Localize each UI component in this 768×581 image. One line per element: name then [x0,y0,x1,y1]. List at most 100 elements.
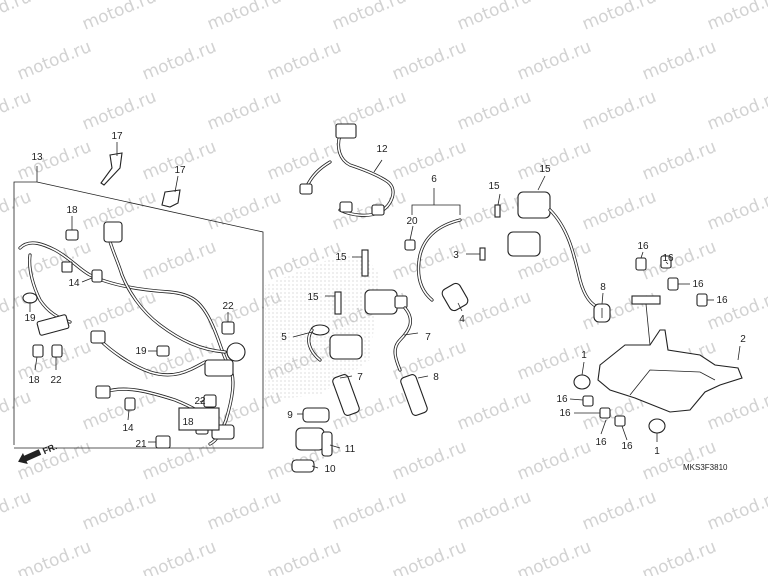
watermark-text: motod.ru [79,87,159,135]
plug-cap-8 [441,282,469,312]
coil [364,289,398,315]
part-number-callout: 7 [425,332,431,343]
part-number-callout: 14 [68,278,80,289]
harness-connector [61,261,73,273]
part-number-callout: 16 [662,253,674,264]
part-number-callout: 16 [637,241,649,252]
harness-connector [103,221,123,243]
watermark-text: motod.ru [0,87,34,135]
watermark-text: motod.ru [454,87,534,135]
part-number-callout: 8 [600,282,606,293]
watermark-text: motod.ru [139,537,219,576]
watermark-text: motod.ru [79,0,159,35]
band-clip [65,229,79,241]
sub-harness-12 [299,123,395,217]
watermark-text: motod.ru [264,37,344,85]
watermark-text: motod.ru [454,487,534,535]
harness-connector [95,385,111,399]
part-number-callout: 2 [740,334,746,345]
part-number-callout: 15 [539,164,551,175]
coil-cap [310,324,330,336]
watermark-text: motod.ru [139,437,219,485]
part-number-callout: 11 [345,444,356,455]
watermark-text: motod.ru [579,0,659,35]
clip-17 [161,189,181,208]
part-number-callout: 19 [24,313,36,324]
ignition-coil-left [307,249,428,416]
harness-connector [36,314,70,336]
bolt-15 [494,204,501,218]
part-number-callout: 13 [31,152,43,163]
bolt-15 [361,249,369,277]
coil-terminal [394,295,408,309]
watermark-text: motod.ru [14,37,94,85]
clip-16 [635,257,647,271]
bolt-15 [479,247,486,261]
part-number-callout: 7 [357,372,363,383]
harness-grommet [226,342,246,362]
band-clip [22,292,38,304]
part-number-callout: 6 [431,174,437,185]
watermark-text: motod.ru [579,487,659,535]
watermark-text: motod.ru [704,87,768,135]
part-number-callout: 22 [50,375,62,386]
watermark-text: motod.ru [389,537,469,576]
watermark-text: motod.ru [264,137,344,185]
watermark-text: motod.ru [764,437,768,485]
watermark-text: motod.ru [139,37,219,85]
part-number-callout: 4 [459,314,465,325]
cap-9 [302,407,330,423]
watermark-text: motod.ru [704,287,768,335]
watermark-text: motod.ru [764,37,768,85]
watermark-text: motod.ru [14,537,94,576]
part-number-callout: 16 [595,437,607,448]
grommet-1 [573,374,591,390]
coil-4 [507,231,541,257]
harness-clip [221,321,235,335]
connector [335,123,357,139]
watermark-text: motod.ru [79,387,159,435]
watermark-text: motod.ru [704,187,768,235]
part-number-callout: 15 [488,181,500,192]
part-number-callout: 16 [556,394,568,405]
clip-16 [696,293,708,307]
watermark-text: motod.ru [0,387,34,435]
watermark-text: motod.ru [514,37,594,85]
harness-connector [90,330,106,344]
watermark-text: motod.ru [579,187,659,235]
watermark-text: motod.ru [204,87,284,135]
harness-group-bracket [13,166,264,449]
watermark-text: motod.ru [329,0,409,35]
part-number-callout: 22 [194,396,206,407]
watermark-text: motod.ru [204,0,284,35]
watermark-text: motod.ru [389,437,469,485]
plug-cap-7 [332,374,360,416]
part-number-callout: 17 [174,165,186,176]
part-number-callout: 15 [307,292,319,303]
coil [329,334,363,360]
watermark-text: motod.ru [389,337,469,385]
main-wire-harness [18,221,246,446]
part-number-callout: 21 [135,439,147,450]
harness-connector [204,359,234,377]
part-number-callout: 10 [324,464,336,475]
watermark-text: motod.ru [704,387,768,435]
watermark-text: motod.ru [764,537,768,576]
part-number-callout: 16 [621,441,633,452]
part-number-callout: 16 [716,295,728,306]
bolt-15 [334,291,342,315]
watermark-text: motod.ru [639,237,719,285]
watermark-text: motod.ru [454,287,534,335]
watermark-text: motod.ru [639,137,719,185]
watermark-text: motod.ru [514,437,594,485]
watermark-text: motod.ru [264,537,344,576]
watermark-text: motod.ru [204,487,284,535]
part-number-callout: 20 [406,216,418,227]
watermark-text: motod.ru [704,487,768,535]
part-number-callout: 18 [28,375,40,386]
part-17-clips [100,152,181,208]
connector [371,204,385,216]
